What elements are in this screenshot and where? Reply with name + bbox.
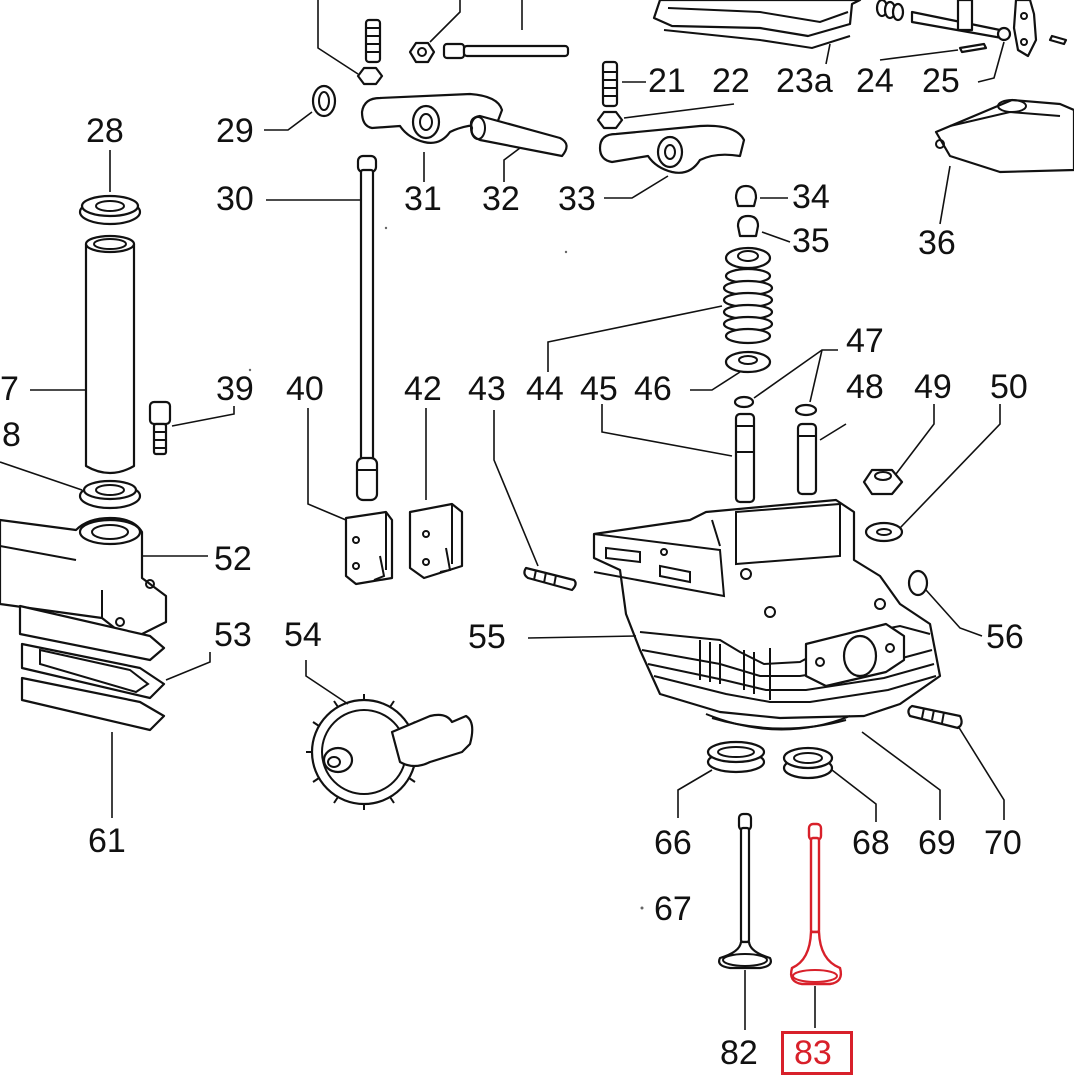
label-53[interactable]: 53	[214, 616, 252, 654]
part-33-rocker-arm[interactable]	[598, 124, 746, 174]
label-54[interactable]: 54	[284, 616, 322, 654]
label-38-partial[interactable]: 8	[2, 416, 21, 454]
part-55-cylinder-head[interactable]	[592, 498, 942, 731]
label-28[interactable]: 28	[86, 112, 124, 150]
label-82[interactable]: 82	[720, 1034, 758, 1072]
part-66-valve-seat[interactable]	[706, 740, 766, 774]
label-40[interactable]: 40	[286, 370, 324, 408]
part-48-valve-guide[interactable]	[796, 422, 818, 496]
label-36[interactable]: 36	[918, 224, 956, 262]
part-83-valve-highlighted[interactable]	[789, 822, 843, 986]
label-44[interactable]: 44	[526, 370, 564, 408]
label-30[interactable]: 30	[216, 180, 254, 218]
label-31[interactable]: 31	[404, 180, 442, 218]
gasket-top-right[interactable]	[652, 0, 862, 50]
label-48[interactable]: 48	[846, 368, 884, 406]
part-39-cap-screw[interactable]	[148, 400, 172, 456]
highlight-box-83	[781, 1031, 853, 1075]
label-55[interactable]: 55	[468, 618, 506, 656]
part-47-seal-b[interactable]	[794, 403, 818, 417]
label-50[interactable]: 50	[990, 368, 1028, 406]
label-43[interactable]: 43	[468, 370, 506, 408]
part-34-keeper[interactable]	[734, 184, 758, 208]
part-28-cap[interactable]	[78, 194, 142, 226]
label-83-highlighted[interactable]: 83	[794, 1034, 832, 1072]
label-21[interactable]: 21	[648, 62, 686, 100]
label-35[interactable]: 35	[792, 222, 830, 260]
label-68[interactable]: 68	[852, 824, 890, 862]
spring-retainer[interactable]	[724, 246, 772, 270]
part-44-valve-spring[interactable]	[722, 267, 774, 345]
part-47-seal-a[interactable]	[733, 395, 755, 409]
stud-top-left[interactable]	[356, 18, 384, 86]
label-24[interactable]: 24	[856, 62, 894, 100]
label-25[interactable]: 25	[922, 62, 960, 100]
part-31-rocker-arm[interactable]	[360, 92, 504, 144]
label-49[interactable]: 49	[914, 368, 952, 406]
part-70-stud[interactable]	[907, 704, 963, 730]
part-38-seal[interactable]	[78, 479, 142, 510]
part-30-pushrod[interactable]	[355, 154, 379, 502]
nut-top-left[interactable]	[408, 41, 436, 64]
label-37-partial[interactable]: 7	[0, 370, 19, 408]
part-52-cam-housing[interactable]	[0, 516, 168, 642]
part-46-spring-seat[interactable]	[724, 350, 772, 374]
label-46[interactable]: 46	[634, 370, 672, 408]
part-56-plug[interactable]	[907, 569, 929, 597]
label-70[interactable]: 70	[984, 824, 1022, 862]
part-21-stud[interactable]	[601, 60, 619, 108]
part-68-valve-seat[interactable]	[782, 746, 834, 780]
springs-top-right[interactable]	[875, 0, 905, 22]
label-33[interactable]: 33	[558, 180, 596, 218]
bolt-top-left[interactable]	[442, 42, 570, 60]
part-40-tappet[interactable]	[344, 510, 394, 586]
label-32[interactable]: 32	[482, 180, 520, 218]
pin-top-right[interactable]	[910, 0, 1004, 40]
washer-25[interactable]	[996, 26, 1012, 42]
part-35-keepers[interactable]	[736, 214, 760, 238]
label-42[interactable]: 42	[404, 370, 442, 408]
label-22[interactable]: 22	[712, 62, 750, 100]
lever-top-right[interactable]	[1012, 0, 1068, 58]
part-32-rocker-shaft[interactable]	[469, 114, 568, 158]
part-36-cover[interactable]	[934, 98, 1074, 174]
label-45[interactable]: 45	[580, 370, 618, 408]
part-82-valve[interactable]	[718, 812, 772, 970]
label-69[interactable]: 69	[918, 824, 956, 862]
label-34[interactable]: 34	[792, 178, 830, 216]
part-45-valve-guide[interactable]	[734, 412, 756, 504]
label-39[interactable]: 39	[216, 370, 254, 408]
label-23a[interactable]: 23a	[776, 62, 833, 100]
part-53-gasket[interactable]	[18, 604, 166, 732]
label-47[interactable]: 47	[846, 322, 884, 360]
label-66[interactable]: 66	[654, 824, 692, 862]
small-pin-24[interactable]	[958, 42, 988, 54]
part-49-nut[interactable]	[862, 468, 904, 496]
part-50-washer[interactable]	[864, 521, 904, 543]
label-61[interactable]: 61	[88, 822, 126, 860]
label-67[interactable]: 67	[654, 890, 692, 928]
label-29[interactable]: 29	[216, 112, 254, 150]
part-43-stud[interactable]	[523, 566, 577, 592]
part-22-nut[interactable]	[596, 110, 624, 130]
label-56[interactable]: 56	[986, 618, 1024, 656]
label-52[interactable]: 52	[214, 540, 252, 578]
part-42-tappet[interactable]	[408, 502, 464, 580]
part-54-camshaft[interactable]	[306, 694, 474, 810]
part-37-tube[interactable]	[84, 234, 136, 475]
part-29-ring[interactable]	[311, 84, 337, 118]
